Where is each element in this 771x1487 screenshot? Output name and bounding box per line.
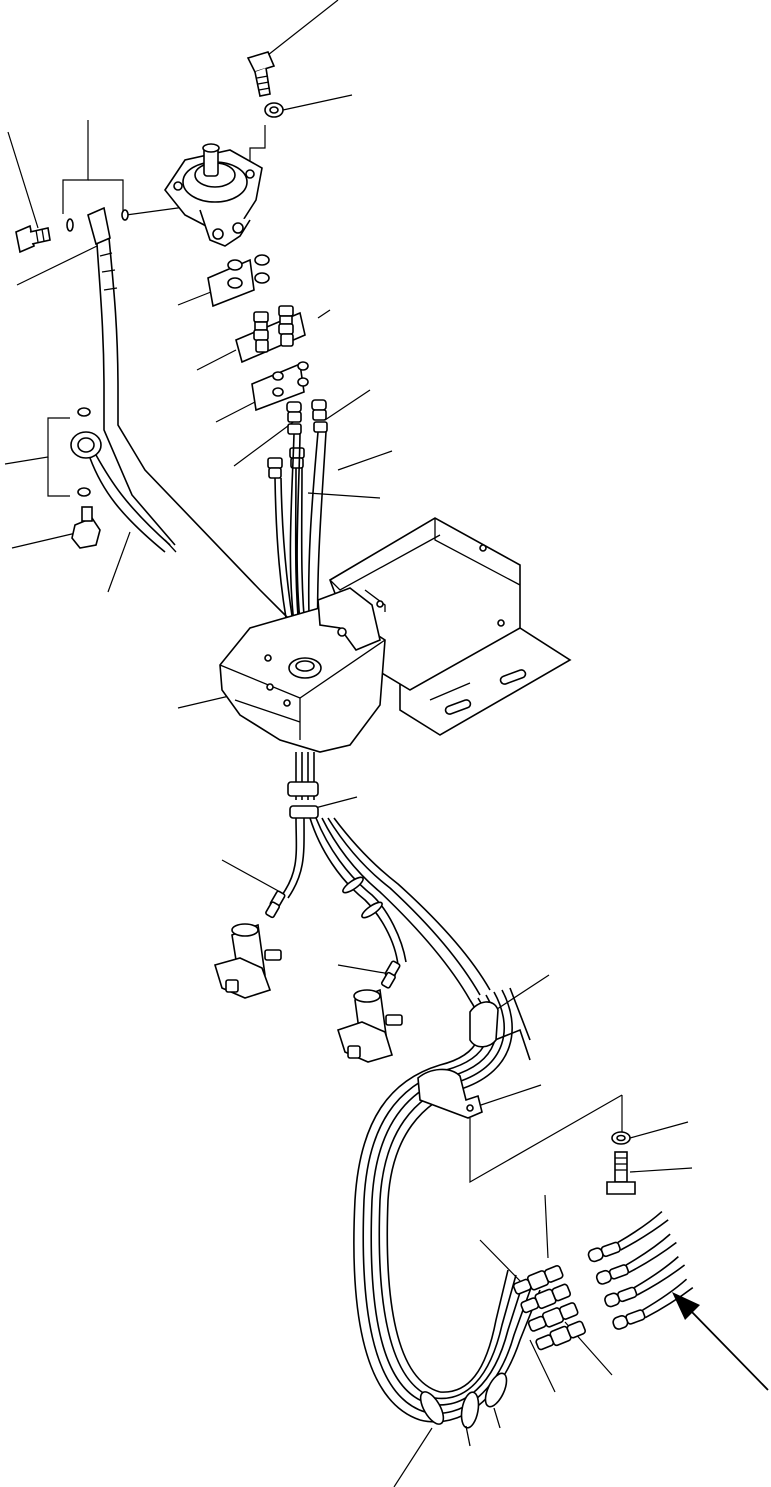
mounting-bolt-top (246, 51, 276, 97)
plug-fitting (71, 506, 101, 549)
clamp-bolt (606, 1151, 636, 1195)
o-rings-valve (66, 209, 129, 232)
hose-fittings-lower (267, 399, 328, 479)
end-fittings (512, 1265, 587, 1351)
lever-knob-bolt (15, 224, 51, 254)
o-rings-upper (207, 254, 270, 308)
hose-left-branch (265, 817, 305, 919)
hose-right-branch (309, 817, 491, 1001)
valve-bracket-box (219, 517, 572, 753)
washer-top (264, 102, 284, 118)
hose-clamp-bracket (417, 1068, 483, 1119)
connector-fittings (587, 1210, 694, 1330)
pressure-switch-left (213, 923, 282, 999)
pilot-control-valve (164, 143, 263, 247)
clamp-washer (611, 1131, 631, 1145)
hose-clamp-upper (287, 781, 319, 819)
hose-fittings-upper (235, 305, 306, 364)
hose-band (469, 1001, 499, 1048)
bundle-ties (419, 1372, 508, 1447)
leader-lines (4, 0, 693, 1487)
shift-lever-rod (87, 206, 291, 621)
floor-grommet (288, 657, 322, 679)
direction-arrow (672, 1292, 769, 1391)
pressure-switch-right (336, 988, 403, 1063)
o-rings-lower (251, 361, 309, 412)
ball-joint-with-o-rings (70, 407, 177, 553)
